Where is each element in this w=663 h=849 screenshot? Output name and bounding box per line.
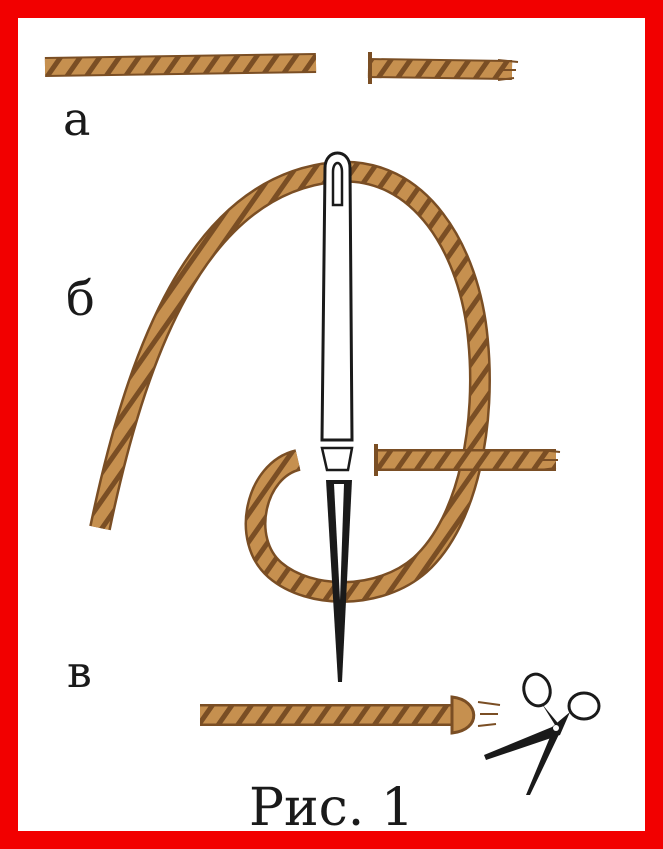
cord-piece-right (368, 52, 518, 84)
cord-finished (200, 697, 500, 733)
cord-piece-left (45, 63, 316, 67)
scissors-icon (484, 671, 599, 795)
label-c: в (67, 651, 92, 695)
label-b: б (66, 275, 95, 323)
label-a: а (63, 96, 90, 142)
cord-knot (452, 697, 474, 733)
figure-caption: Рис. 1 (0, 778, 663, 838)
cord-loop (100, 172, 480, 592)
cord-end-knob (368, 52, 372, 84)
